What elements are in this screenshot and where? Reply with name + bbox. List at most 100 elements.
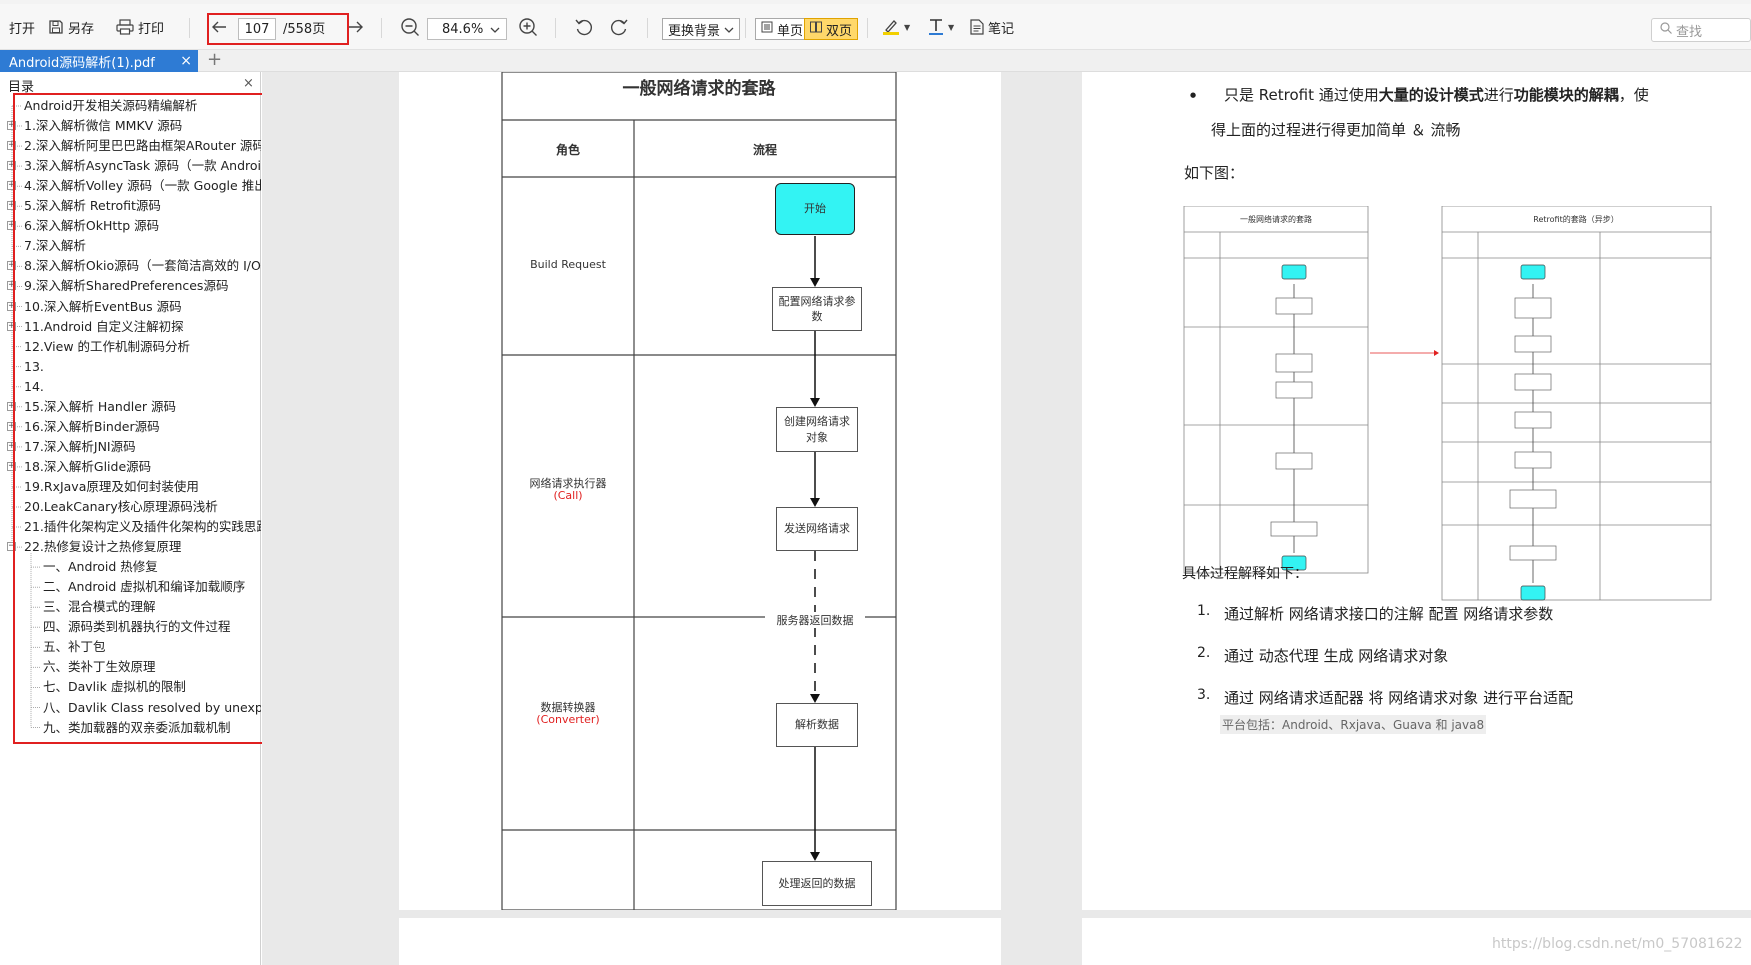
close-icon[interactable]: × [180, 53, 192, 69]
flow-create: 创建网络请求对象 [776, 407, 858, 452]
caret-down-icon: ▼ [904, 22, 911, 32]
print-button[interactable]: 打印 [116, 4, 164, 50]
toc-item-label: 20.LeakCanary核心原理源码浅析 [24, 499, 218, 514]
expand-icon[interactable]: + [7, 300, 16, 311]
toc-item[interactable]: Android开发相关源码精编解析 [24, 96, 261, 116]
toc-subitem[interactable]: 三、混合模式的理解 [43, 597, 261, 617]
toc-item[interactable]: 7.深入解析 [24, 236, 261, 256]
toc-subitem[interactable]: 一、Android 热修复 [43, 557, 261, 577]
page-total-label: /558页 [283, 21, 326, 37]
toc-item[interactable]: 2.深入解析阿里巴巴路由框架ARouter 源码 [24, 136, 261, 156]
toc-subitem[interactable]: 九、类加载器的双亲委派加载机制 [43, 718, 261, 738]
search-placeholder: 查找 [1676, 24, 1703, 40]
toc-subitem[interactable]: 六、类补丁生效原理 [43, 657, 261, 677]
text-tool[interactable]: ▼ [928, 4, 954, 50]
close-icon[interactable]: × [243, 76, 254, 91]
new-tab-button[interactable]: + [207, 49, 223, 70]
open-button[interactable]: 打开 [9, 4, 35, 50]
toc-item[interactable]: 17.深入解析JNI源码 [24, 437, 261, 457]
toc-item-label: 19.RxJava原理及如何封装使用 [24, 478, 199, 494]
expand-icon[interactable]: + [7, 200, 16, 211]
zoom-out-button[interactable] [400, 4, 420, 50]
expand-icon[interactable]: + [7, 400, 16, 411]
toc-item[interactable]: 16.深入解析Binder源码 [24, 417, 261, 437]
toc-item[interactable]: 15.深入解析 Handler 源码 [24, 397, 261, 417]
toc-subitem[interactable]: 四、源码类到机器执行的文件过程 [43, 617, 261, 637]
role-converter-sub: (Converter) [536, 713, 600, 726]
rotate-left-button[interactable] [574, 4, 594, 50]
rotate-right-button[interactable] [609, 4, 629, 50]
save-as-button[interactable]: 另存 [48, 4, 94, 50]
next-page-button[interactable] [348, 4, 364, 50]
zoom-select[interactable]: 84.6% [427, 18, 507, 40]
expand-icon[interactable]: + [7, 440, 16, 451]
expand-icon[interactable]: + [7, 140, 16, 151]
expand-icon[interactable]: + [7, 120, 16, 131]
document-tab-title: Android源码解析(1).pdf [9, 55, 155, 71]
toc-item[interactable]: 8.深入解析Okio源码（一套简洁高效的 I/O 库 [24, 256, 261, 276]
zoom-in-button[interactable] [518, 4, 538, 50]
toc-highlight [13, 93, 274, 744]
toc-item[interactable]: 11.Android 自定义注解初探 [24, 317, 261, 337]
expand-icon[interactable]: + [7, 460, 16, 471]
toc-item-label: 16.深入解析Binder源码 [24, 418, 160, 434]
toc-item[interactable]: 5.深入解析 Retrofit源码 [24, 196, 261, 216]
toc-item[interactable]: 21.插件化架构定义及插件化架构的实践思路分 [24, 517, 261, 537]
highlighter-tool[interactable]: ▼ [882, 4, 910, 50]
notes-button[interactable]: 笔记 [970, 4, 1014, 50]
expand-icon[interactable]: − [7, 541, 16, 552]
page-total: /558页 [283, 4, 325, 50]
toc-item[interactable]: 13. [24, 357, 261, 377]
expand-icon[interactable]: + [7, 220, 16, 231]
step-text: 通过 动态代理 生成 网络请求对象 [1224, 647, 1449, 665]
toc-item-label: 14. [24, 378, 44, 394]
toc-item[interactable]: 1.深入解析微信 MMKV 源码 [24, 116, 261, 136]
toc-item[interactable]: 18.深入解析Glide源码 [24, 457, 261, 477]
toc-item[interactable]: 9.深入解析SharedPreferences源码 [24, 276, 261, 296]
toc-item[interactable]: 19.RxJava原理及如何封装使用 [24, 477, 261, 497]
toc-item[interactable]: 3.深入解析AsyncTask 源码（一款 Android [24, 156, 261, 176]
change-background-button[interactable]: 更换背景 [662, 18, 741, 40]
flow-parse: 解析数据 [776, 703, 858, 747]
rotate-left-icon [574, 17, 594, 37]
toc-item[interactable]: 6.深入解析OkHttp 源码 [24, 216, 261, 236]
toc-item[interactable]: 4.深入解析Volley 源码（一款 Google 推出的 [24, 176, 261, 196]
document-viewport[interactable]: 一般网络请求的套路 角色 流程 Build Request 网络请求执行器 (C… [262, 72, 1751, 965]
expand-icon[interactable]: + [7, 320, 16, 331]
role-call-sub: (Call) [553, 489, 583, 502]
chevron-down-icon [724, 22, 734, 37]
toc-item[interactable]: 12.View 的工作机制源码分析 [24, 337, 261, 357]
expand-icon[interactable]: + [7, 160, 16, 171]
toc-item[interactable]: 22.热修复设计之热修复原理 [24, 537, 261, 557]
double-page-button[interactable]: 双页 [804, 18, 859, 40]
search-input[interactable]: 查找 [1651, 18, 1751, 42]
previous-page-button[interactable] [211, 4, 227, 50]
role-call: 网络请求执行器 [529, 477, 607, 490]
single-page-button[interactable]: 单页 [755, 18, 810, 40]
toc-item-label: 9.深入解析SharedPreferences源码 [24, 278, 229, 294]
column-header-role: 角色 [555, 143, 580, 157]
expand-icon[interactable]: + [7, 260, 16, 271]
toc-item-label: 四、源码类到机器执行的文件过程 [43, 619, 231, 635]
toc-item[interactable]: 20.LeakCanary核心原理源码浅析 [24, 497, 261, 517]
expand-icon[interactable]: + [7, 420, 16, 431]
single-page-icon [761, 21, 773, 37]
expand-icon[interactable]: + [7, 180, 16, 191]
toolbar-divider [555, 18, 556, 38]
toc-subitem[interactable]: 八、Davlik Class resolved by unexpected [43, 698, 261, 718]
toc-item-label: 三、混合模式的理解 [43, 599, 156, 615]
toc-subitem[interactable]: 二、Android 虚拟机和编译加载顺序 [43, 577, 261, 597]
toc-item-label: 17.深入解析JNI源码 [24, 438, 136, 454]
toc-subitem[interactable]: 七、Davlik 虚拟机的限制 [43, 677, 261, 697]
document-tab[interactable]: Android源码解析(1).pdf × [0, 50, 198, 72]
page-number-input[interactable] [238, 18, 276, 40]
toc-item[interactable]: 10.深入解析EventBus 源码 [24, 297, 261, 317]
flow-configure: 配置网络请求参数 [772, 287, 862, 331]
pdf-page-next-left [399, 918, 1001, 965]
step-text: 通过 网络请求适配器 将 网络请求对象 进行平台适配 [1224, 689, 1574, 707]
toc-subitem[interactable]: 五、补丁包 [43, 637, 261, 657]
toc-item[interactable]: 14. [24, 377, 261, 397]
open-label: 打开 [9, 21, 36, 37]
expand-icon[interactable]: + [7, 280, 16, 291]
step-number: 3. [1197, 687, 1211, 703]
